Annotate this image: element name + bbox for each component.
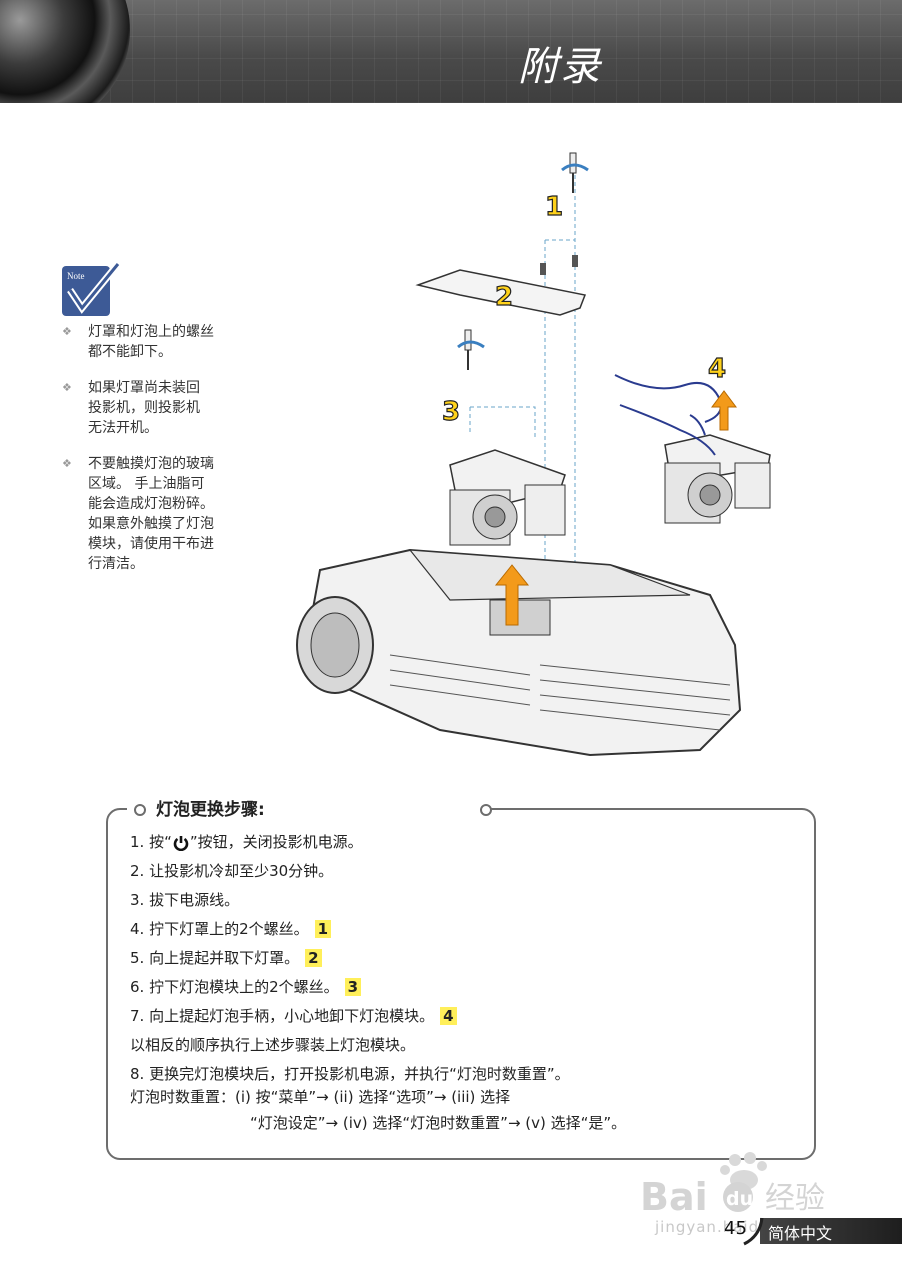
page-number: 45 — [724, 1218, 747, 1239]
steps-list: 1. 按“ ”按钮，关闭投影机电源。 2. 让投影机冷却至少30分钟。 3. 拔下… — [130, 828, 810, 1089]
footer-swoosh-icon — [743, 1217, 764, 1246]
step-5-badge: 2 — [305, 949, 322, 967]
note-item: ❖ 如果灯罩尚未装回 投影机，则投影机 无法开机。 — [62, 378, 252, 438]
baidu-watermark-logo: Bai du 经验 — [640, 1152, 825, 1219]
step-2: 2. 让投影机冷却至少30分钟。 — [130, 862, 334, 880]
lamp-replacement-diagram: 1 2 3 4 — [296, 152, 771, 757]
step-4-badge: 1 — [314, 920, 332, 938]
note-item: ❖ 灯罩和灯泡上的螺丝 都不能卸下。 — [62, 322, 252, 362]
lamp-cover-illustration — [415, 255, 587, 316]
page-title: 附录 — [518, 44, 602, 90]
step-4-text: 4. 拧下灯罩上的2个螺丝。 — [130, 920, 309, 938]
step-5-text: 5. 向上提起并取下灯罩。 — [130, 949, 300, 967]
diamond-bullet-icon: ❖ — [62, 457, 72, 470]
svg-text:经验: 经验 — [765, 1181, 825, 1216]
diamond-bullet-icon: ❖ — [62, 325, 72, 338]
note-text: 灯罩和灯泡上的螺丝 都不能卸下。 — [88, 324, 214, 360]
step-1-text-start: 1. 按“ — [130, 833, 172, 851]
step-1-text-end: ”按钮，关闭投影机电源。 — [189, 833, 363, 851]
step-6-badge: 3 — [344, 978, 362, 996]
up-arrow-icon — [711, 390, 737, 431]
reset-line-2: “灯泡设定”→ (iv) 选择“灯泡时数重置”→ (v) 选择“是”。 — [250, 1114, 627, 1132]
projector-lens-graphic — [0, 0, 130, 103]
lamp-module-illustration — [449, 449, 566, 546]
footer-language: 简体中文 — [768, 1224, 833, 1243]
svg-text:Bai: Bai — [640, 1175, 708, 1219]
reset-line-1: 灯泡时数重置：(i) 按“菜单”→ (ii) 选择“选项”→ (iii) 选择 — [130, 1088, 511, 1106]
steps-title-background — [127, 792, 487, 822]
svg-text:du: du — [726, 1188, 753, 1210]
box-corner-dot — [480, 804, 492, 816]
step-6-text: 6. 拧下灯泡模块上的2个螺丝。 — [130, 978, 339, 996]
step-4: 4. 拧下灯罩上的2个螺丝。 1 — [130, 915, 810, 944]
screwdriver-icon — [561, 152, 589, 193]
steps-title: 灯泡更换步骤: — [156, 800, 265, 820]
screwdriver-icon — [457, 329, 485, 370]
note-item: ❖ 不要触摸灯泡的玻璃 区域。 手上油脂可 能会造成灯泡粉碎。 如果意外触摸了灯… — [62, 454, 252, 574]
step-6: 6. 拧下灯泡模块上的2个螺丝。 3 — [130, 973, 810, 1002]
step-7-text: 7. 向上提起灯泡手柄，小心地卸下灯泡模块。 — [130, 1007, 435, 1025]
step-5: 5. 向上提起并取下灯罩。 2 — [130, 944, 810, 973]
hand-illustration — [614, 374, 722, 456]
box-corner-dot — [134, 804, 146, 816]
page-header: 附录 — [0, 0, 902, 103]
diagram-label-2: 2 — [495, 282, 513, 312]
footer-language-bar — [760, 1218, 902, 1244]
step-8: 8. 更换完灯泡模块后，打开投影机电源，并执行“灯泡时数重置”。 — [130, 1065, 570, 1083]
note-icon-label: Note — [67, 271, 85, 281]
step-3: 3. 拔下电源线。 — [130, 891, 240, 909]
reverse-instruction: 以相反的顺序执行上述步骤装上灯泡模块。 — [130, 1036, 416, 1054]
note-list: ❖ 灯罩和灯泡上的螺丝 都不能卸下。 ❖ 如果灯罩尚未装回 投影机，则投影机 无… — [62, 322, 252, 590]
step-7: 7. 向上提起灯泡手柄，小心地卸下灯泡模块。 4 — [130, 1002, 810, 1031]
projector-body-illustration — [296, 548, 742, 757]
lamp-reset-instructions: 灯泡时数重置：(i) 按“菜单”→ (ii) 选择“选项”→ (iii) 选择 … — [130, 1084, 810, 1136]
note-text: 如果灯罩尚未装回 投影机，则投影机 无法开机。 — [88, 380, 200, 436]
note-check-icon: Note — [62, 262, 120, 316]
diagram-label-3: 3 — [442, 397, 460, 427]
lamp-module-removed-illustration — [664, 434, 771, 524]
up-arrow-icon — [494, 564, 530, 626]
diagram-label-1: 1 — [545, 192, 563, 222]
note-text: 不要触摸灯泡的玻璃 区域。 手上油脂可 能会造成灯泡粉碎。 如果意外触摸了灯泡 … — [88, 456, 214, 572]
diamond-bullet-icon: ❖ — [62, 381, 72, 394]
power-icon — [173, 835, 189, 851]
step-7-badge: 4 — [440, 1007, 457, 1025]
step-1: 1. 按“ ”按钮，关闭投影机电源。 — [130, 828, 810, 857]
diagram-label-4: 4 — [708, 354, 726, 384]
